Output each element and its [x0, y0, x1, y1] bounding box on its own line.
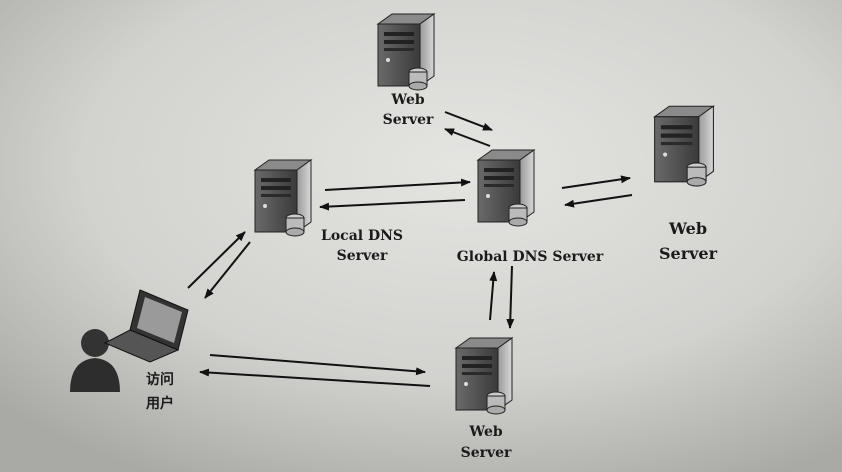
connection-arrows: [187, 111, 633, 387]
web-server-bottom-icon: [455, 337, 513, 415]
web-server-right-label-1: Web: [668, 219, 707, 238]
arrow-global-to-local: [319, 199, 466, 211]
arrow-user-to-local: [187, 231, 246, 289]
arrow-to-web-top: [444, 128, 491, 147]
web-server-right-icon: [654, 105, 714, 187]
web-server-bottom-label-2: Server: [461, 445, 512, 461]
user-label-2: 用户: [146, 395, 174, 412]
arrow-global-to-web-bottom: [506, 265, 515, 329]
arrow-local-to-user: [204, 241, 251, 299]
web-server-top-icon: [377, 13, 435, 91]
local-dns-server-icon: [254, 159, 312, 237]
arrow-global-to-web-right: [561, 175, 631, 189]
arrow-web-bottom-to-global: [489, 271, 498, 321]
user-icon: [70, 329, 120, 392]
global-dns-label: Global DNS Server: [457, 249, 604, 265]
local-dns-label-1: Local DNS: [321, 228, 403, 244]
local-dns-label-2: Server: [337, 248, 388, 264]
arrow-web-right-to-global: [564, 194, 633, 208]
web-server-right-label-2: Server: [659, 244, 718, 263]
user-label-1: 访问: [146, 371, 174, 388]
arrow-to-global-from-web-top: [444, 111, 493, 131]
global-dns-server-icon: [477, 149, 535, 227]
arrow-user-to-web-bottom: [209, 354, 426, 376]
web-server-bottom-label-1: Web: [468, 424, 502, 440]
arrow-local-to-global: [324, 178, 471, 191]
laptop-icon: [103, 289, 189, 363]
web-server-top-label-1: Web: [390, 92, 424, 108]
arrow-web-bottom-to-user: [199, 368, 431, 387]
web-server-top-label-2: Server: [383, 112, 434, 128]
